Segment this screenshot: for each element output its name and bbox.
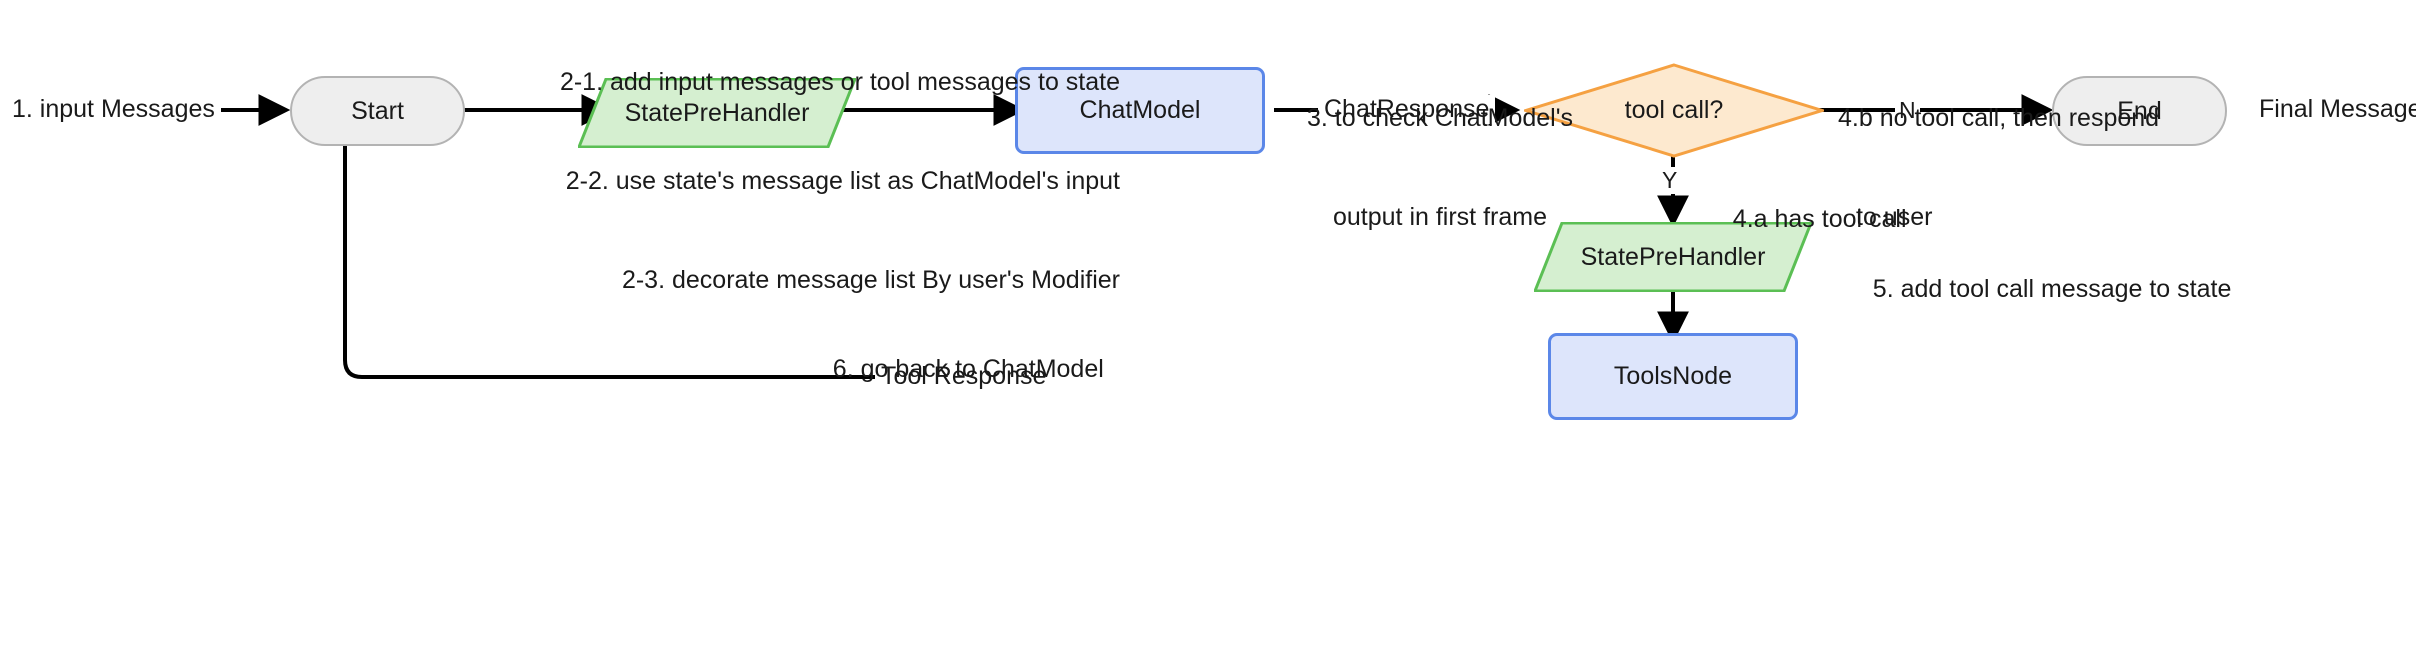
node-end[interactable]: End — [2052, 76, 2227, 146]
edge-label-branch-no: N — [1895, 97, 1920, 124]
annotation-step6: 6. go back to ChatModel — [832, 355, 1104, 383]
annotation-step2-line2: 2-2. use state's message list as ChatMod… — [565, 167, 1120, 195]
node-end-label: End — [2117, 96, 2162, 125]
node-chat-model[interactable]: ChatModel — [1015, 67, 1265, 154]
parallelogram-shape — [1534, 222, 1812, 292]
node-start-label: Start — [351, 96, 404, 125]
parallelogram-shape — [578, 78, 856, 148]
annotation-step3-line1: 3. to check ChatModel's — [1306, 104, 1573, 132]
annotation-step2-line3: 2-3. decorate message list By user's Mod… — [621, 266, 1120, 294]
node-decision-label: tool call? — [1624, 96, 1724, 125]
edge-label-chat-response: ChatResponse — [1318, 95, 1496, 124]
edge-label-final-message: Final Message — [2253, 95, 2416, 124]
edge-label-branch-yes: Y — [1658, 167, 1682, 194]
annotation-step2: 2-1. add input messages or tool messages… — [300, 0, 1120, 363]
node-tools-node-label: ToolsNode — [1613, 362, 1733, 391]
edge-label-input-messages: 1. input Messages — [6, 95, 221, 124]
annotation-step4b: 4.b no tool call, then respond to user — [1838, 36, 2258, 300]
annotation-step4a: 4.a has tool call — [1732, 205, 1907, 233]
node-state-pre-handler-1-label: StatePreHandler — [624, 98, 810, 127]
annotation-step5: 5. add tool call message to state — [1872, 275, 2232, 303]
node-start[interactable]: Start — [290, 76, 465, 146]
node-decision-tool-call[interactable]: tool call? — [1524, 63, 1824, 158]
diamond-shape — [1524, 63, 1824, 158]
edge-label-tool-response: Tool Response — [875, 362, 1053, 391]
node-state-pre-handler-2-label: StatePreHandler — [1580, 242, 1766, 271]
annotation-step2-line1: 2-1. add input messages or tool messages… — [559, 68, 1120, 96]
annotation-step3-line2: output in first frame — [1333, 203, 1547, 231]
annotation-step3: 3. to check ChatModel's output in first … — [1240, 36, 1640, 300]
node-chat-model-label: ChatModel — [1079, 96, 1201, 125]
node-tools-node[interactable]: ToolsNode — [1548, 333, 1798, 420]
node-state-pre-handler-1[interactable]: StatePreHandler — [578, 78, 856, 148]
node-state-pre-handler-2[interactable]: StatePreHandler — [1534, 222, 1812, 292]
annotation-step4b-line1: 4.b no tool call, then respond — [1838, 104, 2160, 132]
annotation-step4b-line2: to user — [1856, 203, 1933, 231]
